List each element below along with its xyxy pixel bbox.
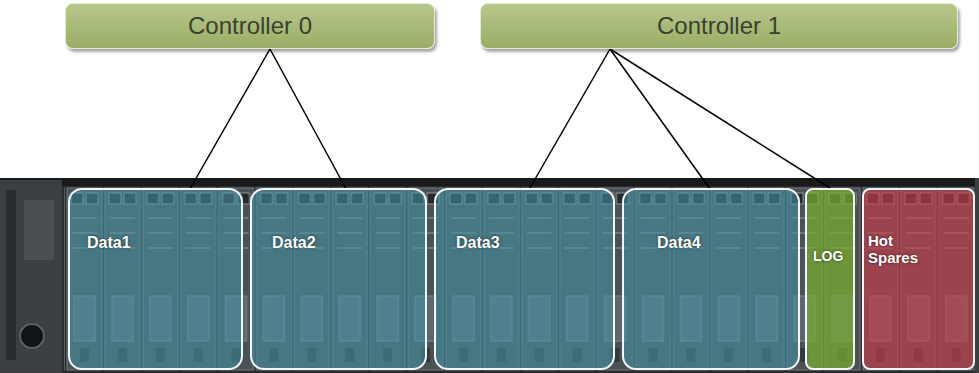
connector-line [610,49,830,188]
node-label: Data3 [456,234,500,252]
node-label: Data1 [87,234,131,252]
log-group: LOG [805,188,855,370]
node-label: LOG [813,248,843,264]
connector-line [270,49,346,188]
controller-box: Controller 0 [65,3,435,49]
connector-line [191,49,270,188]
disk-group: Data3 [434,188,615,370]
controller-box: Controller 1 [480,3,958,49]
node-label: Controller 1 [657,12,781,40]
disk-group: Data4 [622,188,800,370]
node-label: Controller 0 [188,12,312,40]
node-label: Hot Spares [868,232,930,267]
connector-line [530,49,610,188]
disk-group: Data2 [250,188,427,370]
disk-group: Data1 [68,188,243,370]
node-label: Data4 [657,234,701,252]
node-label: Data2 [272,234,316,252]
connector-line [610,49,709,188]
spare-group: Hot Spares [862,188,975,370]
